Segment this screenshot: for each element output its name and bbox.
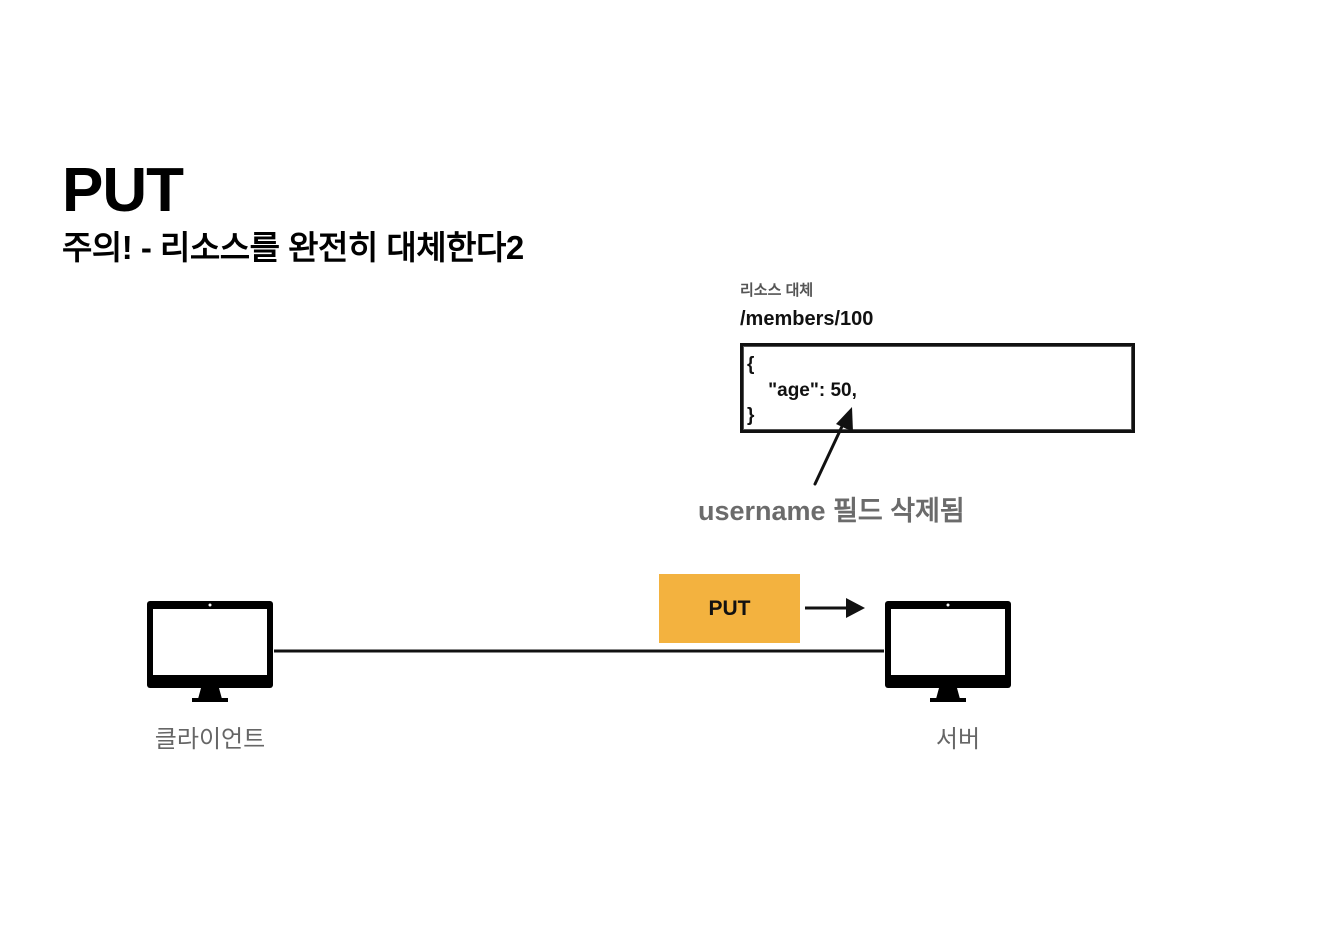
page-subtitle: 주의! - 리소스를 완전히 대체한다2: [62, 229, 524, 266]
server-monitor-icon: [885, 601, 1011, 702]
resource-path: /members/100: [740, 308, 874, 330]
put-method-box: PUT: [659, 574, 800, 643]
body-line-open: {: [747, 354, 755, 375]
put-method-label: PUT: [708, 596, 751, 620]
annotation-text: username 필드 삭제됨: [698, 496, 965, 526]
body-line-age: "age": 50,: [747, 380, 857, 401]
body-line-close: }: [747, 405, 755, 426]
client-label: 클라이언트: [154, 726, 266, 753]
client-monitor-icon: [147, 601, 273, 702]
request-arrow-icon: [805, 598, 865, 618]
resource-body-box: { "age": 50, }: [740, 343, 1135, 433]
resource-caption: 리소스 대체: [740, 282, 814, 299]
server-label: 서버: [935, 726, 981, 753]
page-title: PUT: [62, 156, 184, 225]
annotation-arrow-icon: [813, 407, 853, 486]
